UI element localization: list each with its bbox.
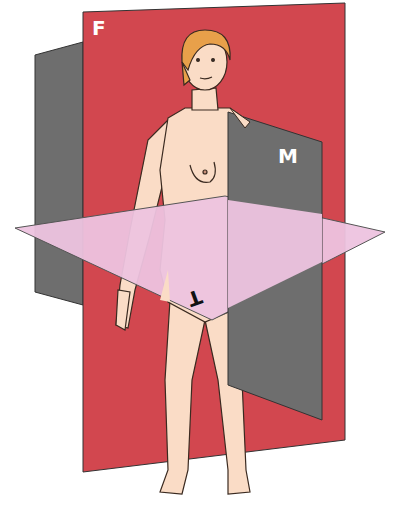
median-plane-front: [228, 112, 322, 420]
plane-letter: M: [278, 146, 298, 166]
hand: [116, 290, 130, 330]
transverse-plane: [15, 196, 385, 320]
hip: [160, 270, 170, 302]
plane-letter: F: [92, 18, 106, 38]
transverse-plane-overlap: [228, 200, 322, 308]
median-plane-back: [35, 42, 83, 305]
shoulder: [230, 108, 250, 128]
